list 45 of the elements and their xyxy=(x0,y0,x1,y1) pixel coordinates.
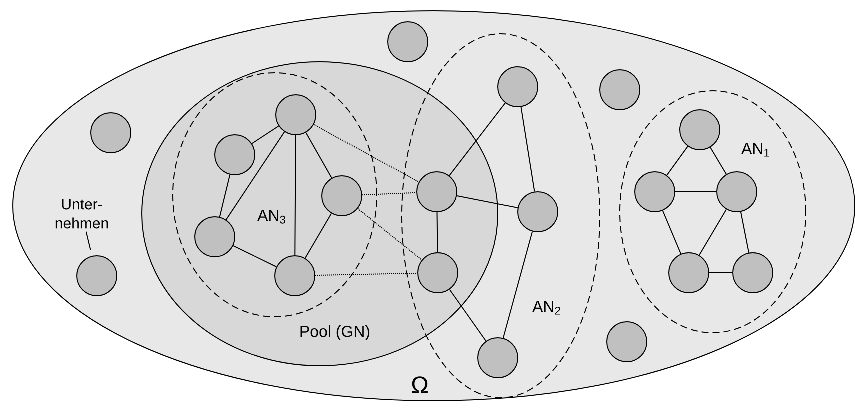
label-text: Unter- nehmen xyxy=(56,199,108,229)
member-circle xyxy=(76,255,118,296)
link-line xyxy=(666,146,688,176)
member-circle xyxy=(388,22,428,62)
link-line xyxy=(219,174,231,218)
link-line xyxy=(304,213,332,259)
member-circle xyxy=(498,66,538,108)
member-circle xyxy=(274,255,316,296)
member-circle xyxy=(606,322,648,362)
link-line xyxy=(502,231,534,339)
link-line xyxy=(698,209,728,256)
member-circle xyxy=(716,172,758,212)
link-line xyxy=(662,210,682,255)
link-line xyxy=(740,212,750,254)
dotted-line xyxy=(314,124,420,183)
link-line xyxy=(436,212,438,253)
member-circle xyxy=(518,192,558,232)
member-circle xyxy=(416,172,458,212)
member-circle xyxy=(418,252,458,294)
member-circle xyxy=(600,70,640,110)
link-line xyxy=(294,135,296,256)
link-line xyxy=(252,126,280,144)
member-circle xyxy=(634,172,676,212)
dotted-line xyxy=(358,208,422,261)
member-circle xyxy=(668,252,710,294)
link-line xyxy=(232,245,278,268)
member-circle xyxy=(680,110,720,150)
dotted-line xyxy=(315,272,418,276)
dotted-line xyxy=(362,192,418,196)
member-circle xyxy=(732,252,774,294)
member-circle xyxy=(214,134,256,176)
leader-line xyxy=(86,231,92,251)
link-line xyxy=(710,147,727,175)
member-circle xyxy=(276,94,316,136)
member-circle xyxy=(478,337,518,378)
link-line xyxy=(709,272,733,274)
link-line xyxy=(226,132,286,220)
link-line xyxy=(449,102,506,176)
link-line xyxy=(520,106,536,192)
link-line xyxy=(306,132,332,179)
link-line xyxy=(449,289,487,342)
link-line xyxy=(456,195,518,208)
member-circle xyxy=(90,112,132,154)
member-circle xyxy=(194,216,236,258)
member-circle xyxy=(322,176,362,216)
